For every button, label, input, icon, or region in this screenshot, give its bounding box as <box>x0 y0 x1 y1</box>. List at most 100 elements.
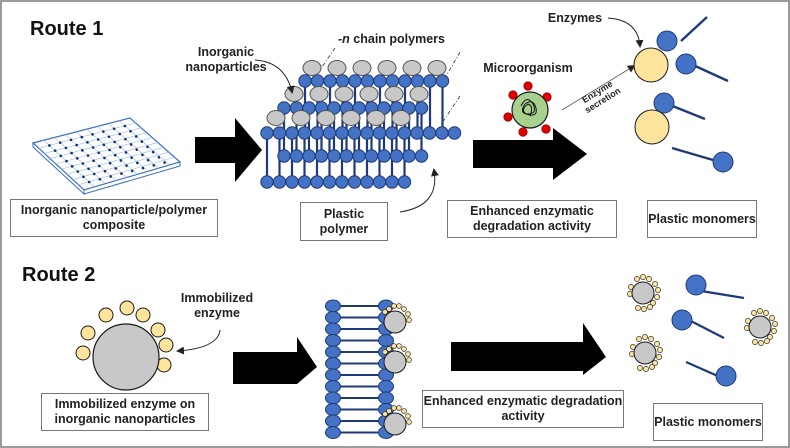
plate-top <box>31 117 182 191</box>
inorganic-nanoparticle <box>391 110 411 126</box>
plate-grid-line <box>65 134 117 181</box>
inorganic-nanoparticle <box>359 86 379 102</box>
polymer-bead <box>289 149 304 163</box>
nanoparticle-dot <box>91 133 94 136</box>
route1-plastic-monomers-box: Plastic monomers <box>647 200 757 238</box>
nanoparticle-dot <box>75 157 79 160</box>
enzyme-nanoparticle <box>383 350 407 374</box>
polymer-bead <box>297 175 312 189</box>
nanoparticle-dot <box>59 154 63 158</box>
polymer-bead <box>435 74 450 88</box>
microbe-spike <box>541 124 551 134</box>
polymer-bead <box>398 74 412 88</box>
route2-enhanced-degradation-box: Enhanced enzymatic degradation activity <box>422 390 624 428</box>
microorganism-icon <box>503 81 552 137</box>
immobilized-enzyme <box>382 411 388 417</box>
nanoparticle-dot <box>80 135 84 139</box>
microbe-body <box>511 91 549 129</box>
immobilized-enzyme <box>391 405 397 411</box>
immobilized-enzyme <box>396 303 402 309</box>
polymer-bead <box>297 126 312 140</box>
immobilized-enzyme <box>757 308 763 314</box>
plate-grid-line <box>119 120 170 166</box>
route1-title: Route 1 <box>30 18 104 40</box>
immobilized-enzyme <box>405 413 411 419</box>
polymer-bead <box>335 74 350 88</box>
polymer-bead <box>335 175 349 189</box>
immobilized-enzyme <box>80 325 96 341</box>
nanoparticle-dot <box>58 141 62 144</box>
composite-plate-icon <box>31 117 182 196</box>
polymer-bead <box>385 74 400 88</box>
immobilized-enzyme <box>648 336 654 342</box>
polymer-bead <box>423 74 437 88</box>
immobilized-enzyme <box>406 419 412 425</box>
immobilized-enzyme <box>135 307 151 323</box>
polymer-bead <box>327 149 341 163</box>
immobilized-enzyme <box>158 337 174 353</box>
immobilized-enzyme <box>637 365 643 371</box>
nanoparticle-dot <box>98 177 102 181</box>
immobilized-enzyme-label: Immobilized enzyme <box>180 291 254 320</box>
nanoparticle-dot <box>86 141 89 144</box>
immobilized-enzyme <box>643 366 649 372</box>
plate-grid-line <box>75 131 127 178</box>
nanoparticle-dot <box>70 165 74 168</box>
polymer-bead <box>352 149 366 163</box>
polymer-bead <box>325 322 341 336</box>
enzyme-nanoparticle <box>748 315 772 339</box>
polymer-bead <box>322 126 337 140</box>
nanoparticle-dot <box>136 161 139 165</box>
nanoparticle-dot <box>64 146 68 150</box>
polymer-bead <box>378 380 394 393</box>
inorganic-nanoparticle <box>384 86 404 102</box>
immobilized-enzyme-nanoparticle-icon <box>75 300 174 391</box>
polymer-bead <box>347 126 362 140</box>
nanoparticle-dot <box>124 151 128 154</box>
immobilized-enzyme <box>650 300 656 306</box>
inorganic-nanoparticle <box>309 86 329 102</box>
immobilized-enzyme <box>656 354 662 360</box>
nanoparticle-dot <box>103 169 107 173</box>
enzymes-pointer-arrow <box>607 17 644 48</box>
nanoparticle-dot <box>112 127 116 131</box>
nanoparticle-dot <box>69 138 73 142</box>
polymer-bead <box>310 175 324 189</box>
polymer-bead <box>325 426 341 439</box>
inorganic-nanoparticle <box>341 110 361 126</box>
immobilized-on-nanoparticles-box: Immobilized enzyme on inorganic nanopart… <box>41 393 209 431</box>
polymer-bead <box>447 126 462 140</box>
polymer-bead <box>339 149 354 163</box>
nanoparticle-dot <box>130 169 134 173</box>
polymer-bead <box>410 126 424 140</box>
immobilized-enzyme <box>652 281 658 287</box>
nanoparticle-dot <box>120 172 123 175</box>
polymer-bead <box>414 149 429 163</box>
monomer-head <box>656 30 678 52</box>
enzyme <box>634 109 670 145</box>
route2-arrow-2 <box>451 323 606 375</box>
polymer-bead <box>335 126 349 140</box>
immobilized-enzyme <box>406 357 412 363</box>
polymer-bead <box>285 175 299 189</box>
nanoparticle-dot <box>119 145 122 149</box>
plate-grid-line <box>55 137 153 165</box>
polymer-bead <box>310 74 325 88</box>
immobilized-enzyme <box>772 321 778 327</box>
nanoparticle-dot <box>92 172 96 176</box>
immobilized-enzyme <box>640 274 646 280</box>
polymer-bead <box>360 74 375 88</box>
microbe-spike <box>518 127 528 137</box>
polymer-bead <box>325 299 341 313</box>
polymer-bead <box>378 334 394 347</box>
immobilized-enzyme <box>391 303 397 309</box>
immobilized-enzyme <box>405 311 411 317</box>
immobilized-enzyme <box>401 306 407 312</box>
polymer-bead <box>325 311 341 324</box>
nanoparticle-dot <box>114 167 118 170</box>
nanoparticle-dot <box>109 175 112 178</box>
route2-plastic-monomers-box: Plastic monomers <box>653 403 763 441</box>
immobilized-enzyme <box>654 341 660 347</box>
immobilized-enzyme <box>636 336 642 342</box>
monomer-tail <box>692 63 729 83</box>
